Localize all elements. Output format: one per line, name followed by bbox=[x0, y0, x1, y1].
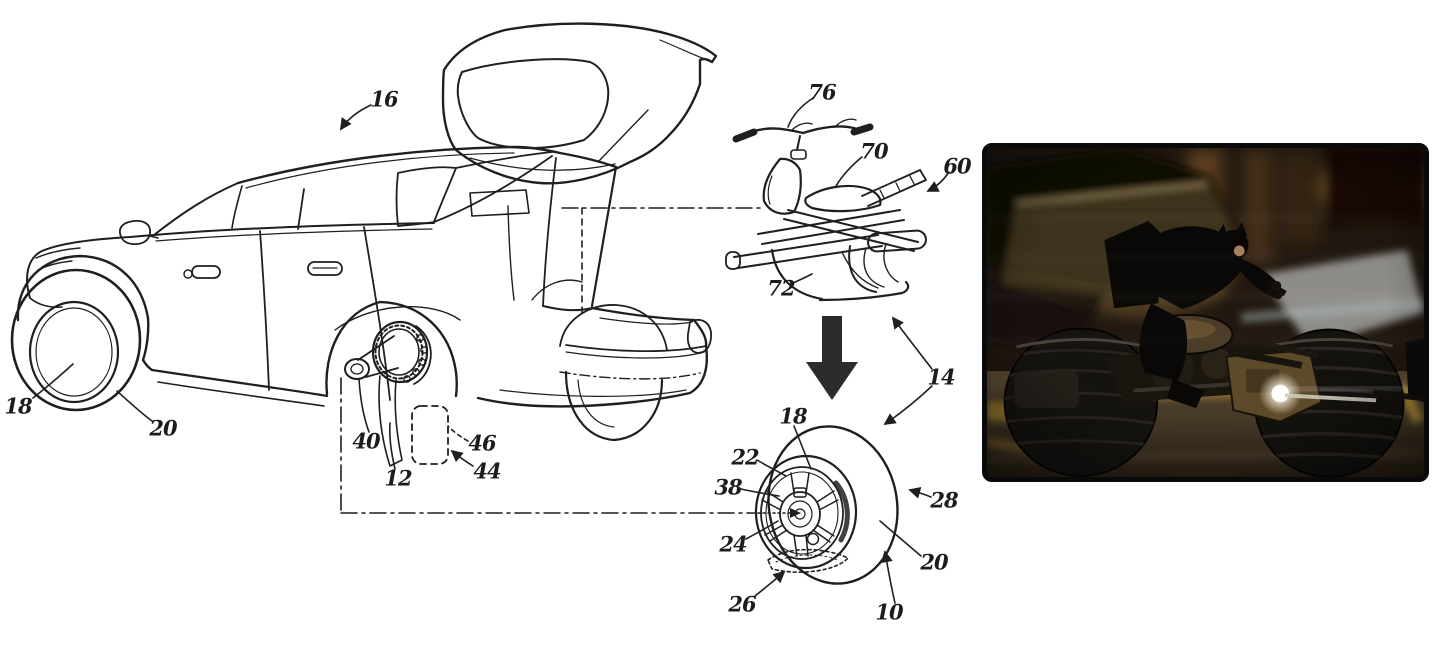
ref-label-12: 12 bbox=[384, 465, 412, 491]
ref-label-28: 28 bbox=[930, 487, 958, 513]
down-arrow-icon bbox=[806, 316, 858, 400]
batpod-photo-art bbox=[987, 148, 1424, 477]
ref-label-22: 22 bbox=[731, 444, 759, 470]
batpod-photo bbox=[982, 143, 1429, 482]
ref-label-76: 76 bbox=[808, 79, 836, 105]
ref-label-72: 72 bbox=[767, 275, 795, 301]
ref-label-46: 46 bbox=[468, 430, 496, 456]
ref-label-38: 38 bbox=[714, 474, 742, 500]
ref-label-20-wheel: 20 bbox=[920, 549, 948, 575]
ref-label-10: 10 bbox=[875, 599, 903, 625]
stowage-dashed-outline bbox=[411, 405, 449, 465]
ref-label-24: 24 bbox=[719, 531, 747, 557]
ref-label-70: 70 bbox=[860, 138, 888, 164]
axle-hub bbox=[344, 320, 432, 467]
ref-label-26: 26 bbox=[728, 591, 756, 617]
projection-lines bbox=[340, 207, 801, 518]
folded-cycle bbox=[725, 118, 927, 302]
ref-label-40: 40 bbox=[352, 428, 380, 454]
liftgate bbox=[441, 22, 718, 185]
ref-label-60: 60 bbox=[943, 153, 971, 179]
ref-label-14: 14 bbox=[927, 364, 955, 390]
ref-label-18-wheel: 18 bbox=[779, 403, 807, 429]
ref-label-18-car: 18 bbox=[4, 393, 32, 419]
leader-lines bbox=[32, 97, 950, 604]
car-body bbox=[10, 145, 712, 442]
ref-label-16: 16 bbox=[370, 86, 398, 112]
wheel-assembly bbox=[754, 425, 899, 585]
ref-label-20-car: 20 bbox=[149, 415, 177, 441]
ref-label-44: 44 bbox=[473, 458, 501, 484]
